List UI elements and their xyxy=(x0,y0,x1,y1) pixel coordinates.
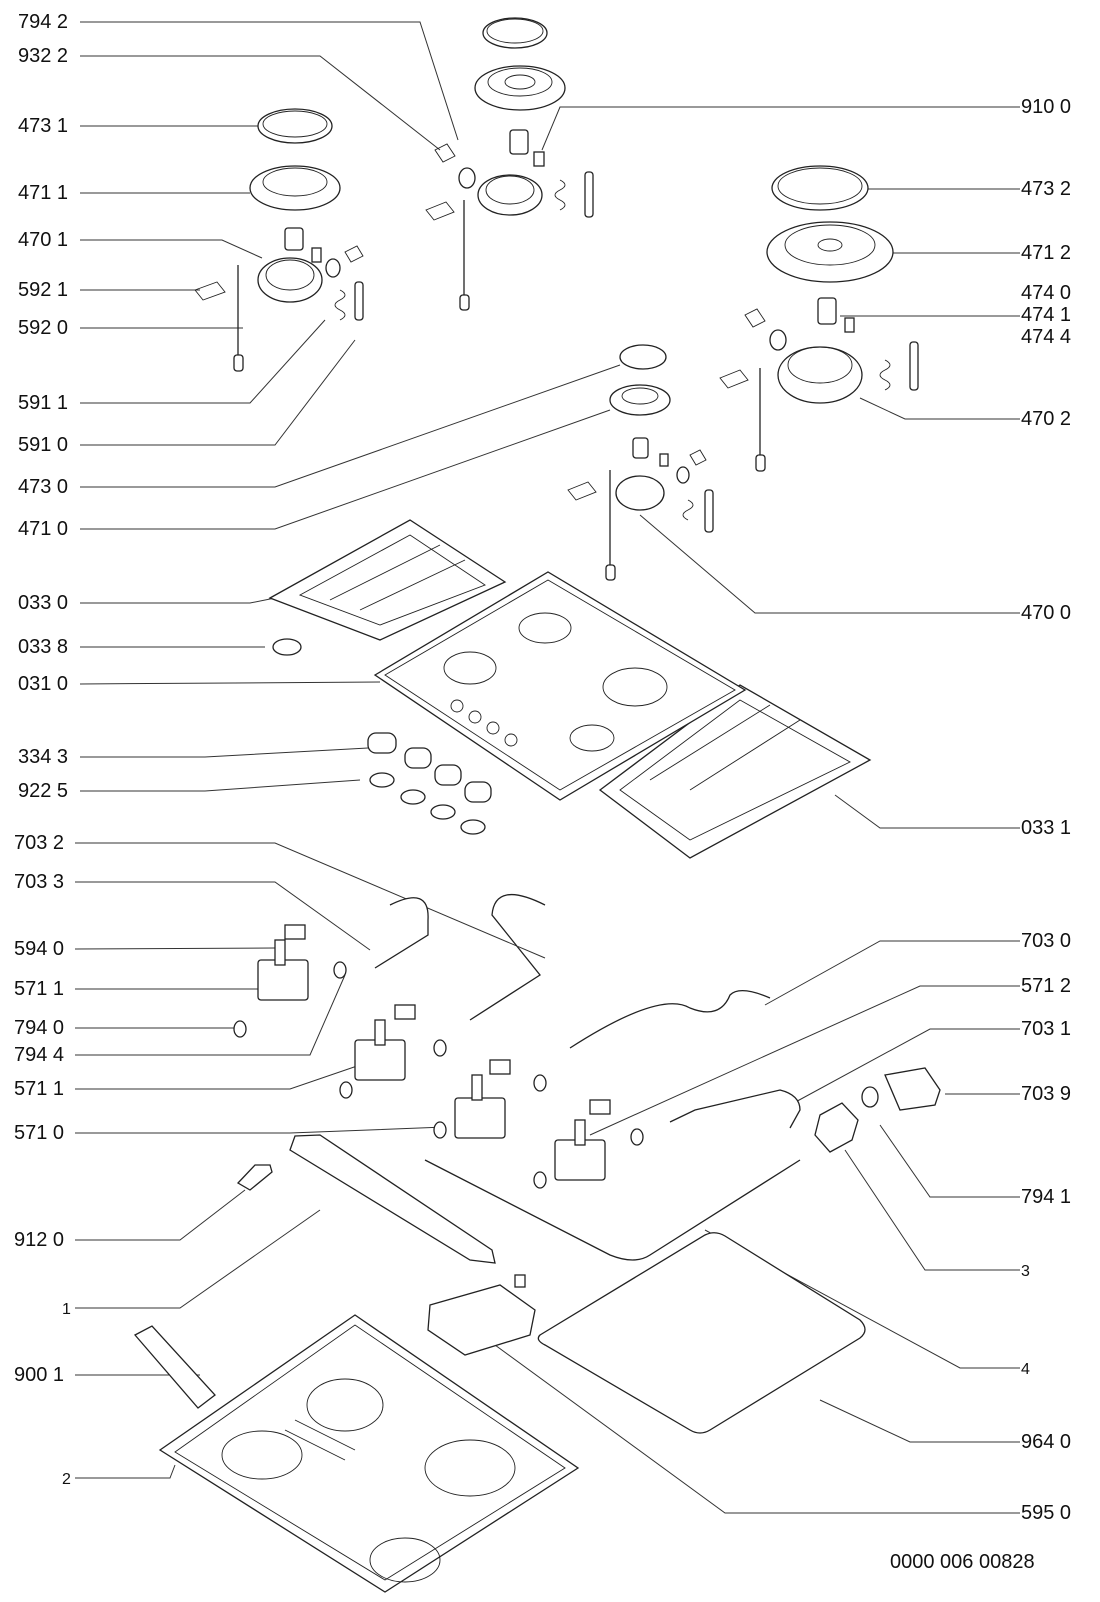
inlet-fittings xyxy=(814,1067,941,1153)
part-label[interactable]: 470 0 xyxy=(1021,602,1072,624)
part-label[interactable]: 033 8 xyxy=(18,636,69,658)
part-label[interactable]: 932 2 xyxy=(18,45,69,67)
document-number: 0000 006 00828 xyxy=(890,1551,1035,1573)
part-label[interactable]: 912 0 xyxy=(14,1229,65,1251)
part-label[interactable]: 595 0 xyxy=(1021,1502,1072,1524)
part-label[interactable]: 474 4 xyxy=(1021,326,1072,348)
part-label[interactable]: 592 0 xyxy=(18,317,69,339)
part-label[interactable]: 703 3 xyxy=(14,871,65,893)
part-label[interactable]: 794 1 xyxy=(1021,1186,1072,1208)
control-knobs xyxy=(367,732,492,803)
pan-support-rear xyxy=(268,519,507,641)
screw xyxy=(236,1164,273,1191)
part-label[interactable]: 471 2 xyxy=(1021,242,1072,264)
part-label[interactable]: 473 1 xyxy=(18,115,69,137)
burner-small xyxy=(567,344,714,581)
part-label[interactable]: 4 xyxy=(1021,1361,1030,1378)
part-label[interactable]: 594 0 xyxy=(14,938,65,960)
part-label[interactable]: 964 0 xyxy=(1021,1431,1072,1453)
part-label[interactable]: 470 1 xyxy=(18,229,69,251)
part-label[interactable]: 794 4 xyxy=(14,1044,65,1066)
part-label[interactable]: 033 0 xyxy=(18,592,69,614)
part-label[interactable]: 471 0 xyxy=(18,518,69,540)
gas-pipes xyxy=(374,893,801,1261)
part-label[interactable]: 922 5 xyxy=(18,780,69,802)
part-label[interactable]: 910 0 xyxy=(1021,96,1072,118)
part-label[interactable]: 571 1 xyxy=(14,978,65,1000)
part-label[interactable]: 033 1 xyxy=(1021,817,1072,839)
part-label[interactable]: 703 1 xyxy=(1021,1018,1072,1040)
part-label[interactable]: 592 1 xyxy=(18,279,69,301)
part-label[interactable]: 703 0 xyxy=(1021,930,1072,952)
part-label[interactable]: 703 9 xyxy=(1021,1083,1072,1105)
knob-bezels xyxy=(369,772,486,835)
part-label[interactable]: 1 xyxy=(62,1301,71,1318)
part-label[interactable]: 571 1 xyxy=(14,1078,65,1100)
part-label[interactable]: 474 1 xyxy=(1021,304,1072,326)
leader-lines xyxy=(74,21,1020,1514)
part-label[interactable]: 334 3 xyxy=(18,746,69,768)
part-label[interactable]: 470 2 xyxy=(1021,408,1072,430)
part-label[interactable]: 2 xyxy=(62,1471,71,1488)
burner-right-large xyxy=(719,165,919,472)
part-label[interactable]: 571 0 xyxy=(14,1122,65,1144)
burner-left xyxy=(194,108,364,372)
rubber-foot xyxy=(272,638,302,656)
part-label[interactable]: 591 0 xyxy=(18,434,69,456)
hob-top-plate xyxy=(373,571,747,801)
burner-rear-center xyxy=(425,17,594,311)
control-panel-bracket xyxy=(289,1134,496,1264)
part-label[interactable]: 473 2 xyxy=(1021,178,1072,200)
ignition-module xyxy=(427,1274,536,1356)
part-label[interactable]: 031 0 xyxy=(18,673,69,695)
part-label[interactable]: 571 2 xyxy=(1021,975,1072,997)
part-label[interactable]: 900 1 xyxy=(14,1364,65,1386)
part-label[interactable]: 3 xyxy=(1021,1263,1030,1280)
bottom-casing xyxy=(158,1314,580,1593)
part-label[interactable]: 474 0 xyxy=(1021,282,1072,304)
part-label[interactable]: 473 0 xyxy=(18,476,69,498)
part-label[interactable]: 703 2 xyxy=(14,832,65,854)
part-label[interactable]: 591 1 xyxy=(18,392,69,414)
part-label[interactable]: 794 2 xyxy=(18,11,69,33)
part-label[interactable]: 794 0 xyxy=(14,1017,65,1039)
retaining-clip xyxy=(133,1325,216,1409)
gas-taps xyxy=(233,924,644,1189)
sealing-gasket xyxy=(537,1232,866,1434)
part-label[interactable]: 471 1 xyxy=(18,182,69,204)
